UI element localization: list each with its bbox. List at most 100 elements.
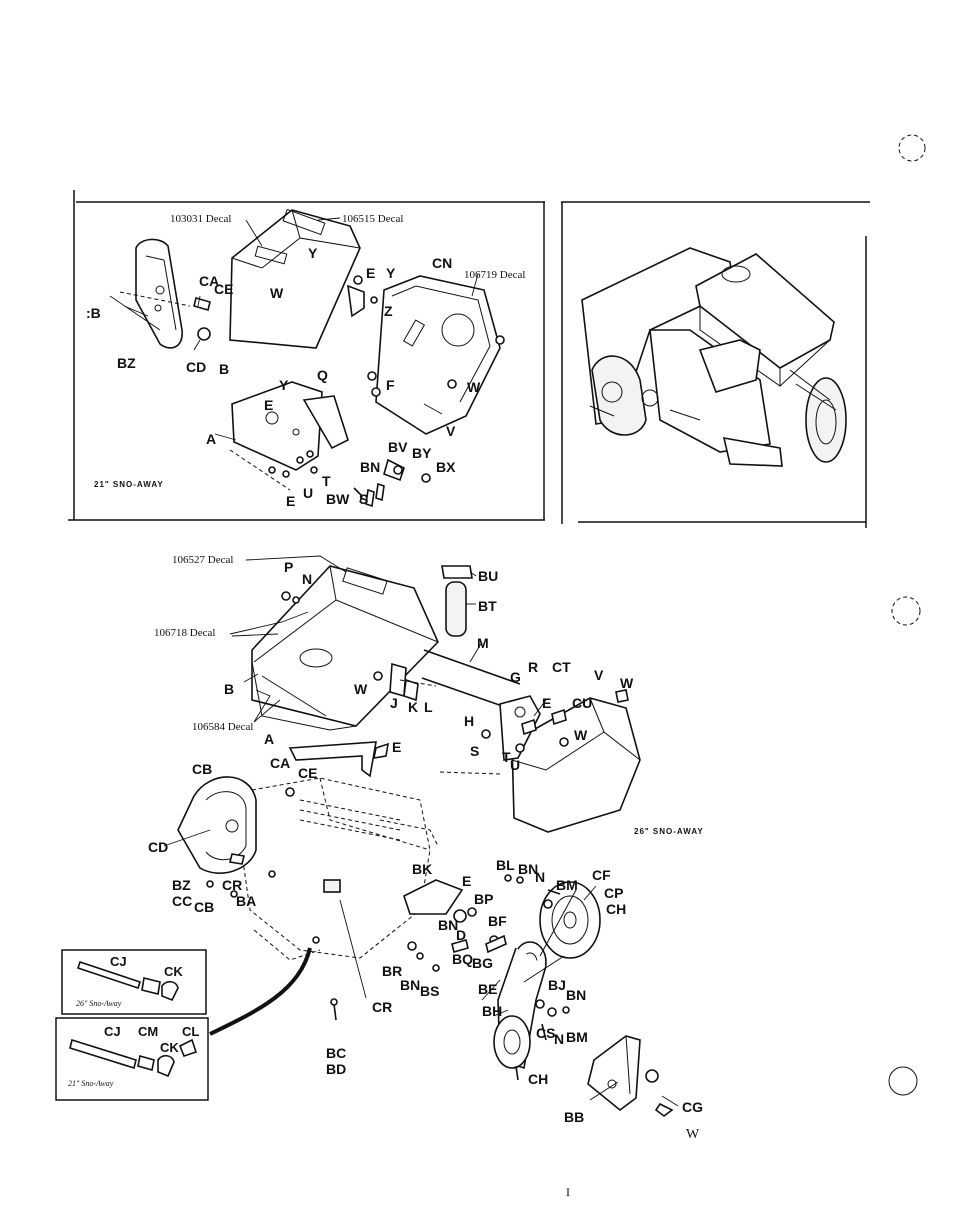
part-label-t: T <box>502 749 511 765</box>
bottom-leaders <box>163 555 679 1107</box>
part-label-cc: CC <box>172 893 192 909</box>
inset-26-caption: 26" Sno-Away <box>76 999 122 1008</box>
decal-106718-label: 106718 Decal <box>154 627 215 639</box>
shaft-assembly-26 <box>389 565 521 709</box>
decal-103031-label: 103031 Decal <box>170 213 231 225</box>
part-label-bs: BS <box>420 983 439 999</box>
part-label-y-top: Y <box>308 245 318 261</box>
part-label-g: G <box>510 669 521 685</box>
part-label-m: M <box>477 635 489 651</box>
inset-21-label-cj: CJ <box>104 1024 121 1039</box>
part-label-bm2: BM <box>566 1029 588 1045</box>
part-label-be: BE <box>478 981 497 997</box>
part-label-y2-top: Y <box>386 265 396 281</box>
caption-26-sno-away: 26" SNO-AWAY <box>634 827 704 836</box>
assembled-snowthrower-illustration <box>581 247 847 467</box>
part-label-cu: CU <box>572 695 592 711</box>
part-label-ce: CE <box>298 765 317 781</box>
part-label-b: B <box>224 681 234 697</box>
part-label-y3-top: Y <box>279 377 289 393</box>
fuel-line-26 <box>209 947 312 1036</box>
part-label-z-top: Z <box>384 303 393 319</box>
part-label-v: V <box>594 667 604 683</box>
decal-106584-label: 106584 Decal <box>192 721 253 733</box>
part-label-bc: BC <box>326 1045 346 1061</box>
small-parts-26 <box>268 591 629 1021</box>
part-label-n: N <box>302 571 312 587</box>
part-label-e3: E <box>462 873 471 889</box>
part-label-h: H <box>464 713 474 729</box>
part-label-s: S <box>470 743 479 759</box>
part-label-j: J <box>390 695 398 711</box>
inset-21-label-cl: CL <box>182 1024 199 1039</box>
part-label-w-top: W <box>270 285 284 301</box>
part-label-cs: CS <box>536 1025 555 1041</box>
decal-106719-label: 106719 Decal <box>464 269 525 281</box>
top-left-frame <box>68 190 545 521</box>
part-label-ca-top: CA <box>199 273 219 289</box>
part-label-by-top: BY <box>412 445 432 461</box>
chute-housing-26 <box>511 697 641 833</box>
part-label-t-top: T <box>322 473 331 489</box>
part-label-bt: BT <box>478 598 497 614</box>
part-label-cr: CR <box>222 877 242 893</box>
pulleys-and-belt-26 <box>493 881 601 1081</box>
bracket-bb-26 <box>587 1035 674 1117</box>
part-label-bl: BL <box>496 857 515 873</box>
engine-26-dashed <box>239 777 439 961</box>
part-label-bj: BJ <box>548 977 566 993</box>
part-label-v-top: V <box>446 423 456 439</box>
part-label-ca: CA <box>270 755 290 771</box>
part-label-cd-top: CD <box>186 359 206 375</box>
part-label-bz: BZ <box>172 877 191 893</box>
part-label-p: P <box>284 559 293 575</box>
part-label-e3-top: E <box>286 493 295 509</box>
part-label-w2: W <box>620 675 634 691</box>
part-label-bh: BH <box>482 1003 502 1019</box>
part-label-cd: CD <box>148 839 168 855</box>
part-label-r: R <box>528 659 538 675</box>
part-label-d: D <box>456 927 466 943</box>
inset-21-caption: 21" Sno-Away <box>68 1079 114 1088</box>
part-label-w: W <box>354 681 368 697</box>
part-label-b-top: B <box>219 361 229 377</box>
part-label-f-top: F <box>386 377 395 393</box>
top-left-leaders <box>109 217 479 491</box>
part-label-cp: CP <box>604 885 623 901</box>
shift-arm-26 <box>499 695 541 761</box>
belt-guard-26 <box>177 776 295 898</box>
part-label-cg: CG <box>682 1099 703 1115</box>
part-label-n3: N <box>554 1031 564 1047</box>
part-label-bn: BN <box>438 917 458 933</box>
part-label-q-top: Q <box>317 367 328 383</box>
decal-106527-label: 106527 Decal <box>172 554 233 566</box>
part-label-w4: W <box>686 1127 700 1142</box>
part-label-bz-top: BZ <box>117 355 136 371</box>
caption-21-sno-away-top: 21" SNO-AWAY <box>94 480 164 489</box>
part-label-k: K <box>408 699 418 715</box>
part-label-a-top: A <box>206 431 216 447</box>
bracket-21 <box>231 381 349 471</box>
part-label-cb-top: :B <box>86 305 101 321</box>
part-label-bq: BQ <box>452 951 473 967</box>
part-label-bv-top: BV <box>388 439 408 455</box>
part-label-e2: E <box>392 739 401 755</box>
part-label-cn-top: CN <box>432 255 452 271</box>
inset-21-sno-away <box>55 1017 209 1101</box>
punch-hole-marks <box>888 134 926 1096</box>
inset-26-label-cj: CJ <box>110 954 127 969</box>
part-label-s-top: S <box>359 491 368 507</box>
inset-21-label-ck: CK <box>160 1040 179 1055</box>
small-parts-21 <box>193 275 505 508</box>
top-right-frame <box>561 201 870 528</box>
part-label-bg: BG <box>472 955 493 971</box>
part-label-bn-top: BN <box>360 459 380 475</box>
part-label-u-top: U <box>303 485 313 501</box>
part-label-bx-top: BX <box>436 459 456 475</box>
part-label-bb: BB <box>564 1109 584 1125</box>
inset-21-label-cm: CM <box>138 1024 158 1039</box>
part-label-cf: CF <box>592 867 611 883</box>
part-label-w3: W <box>574 727 588 743</box>
part-label-a: A <box>264 731 274 747</box>
